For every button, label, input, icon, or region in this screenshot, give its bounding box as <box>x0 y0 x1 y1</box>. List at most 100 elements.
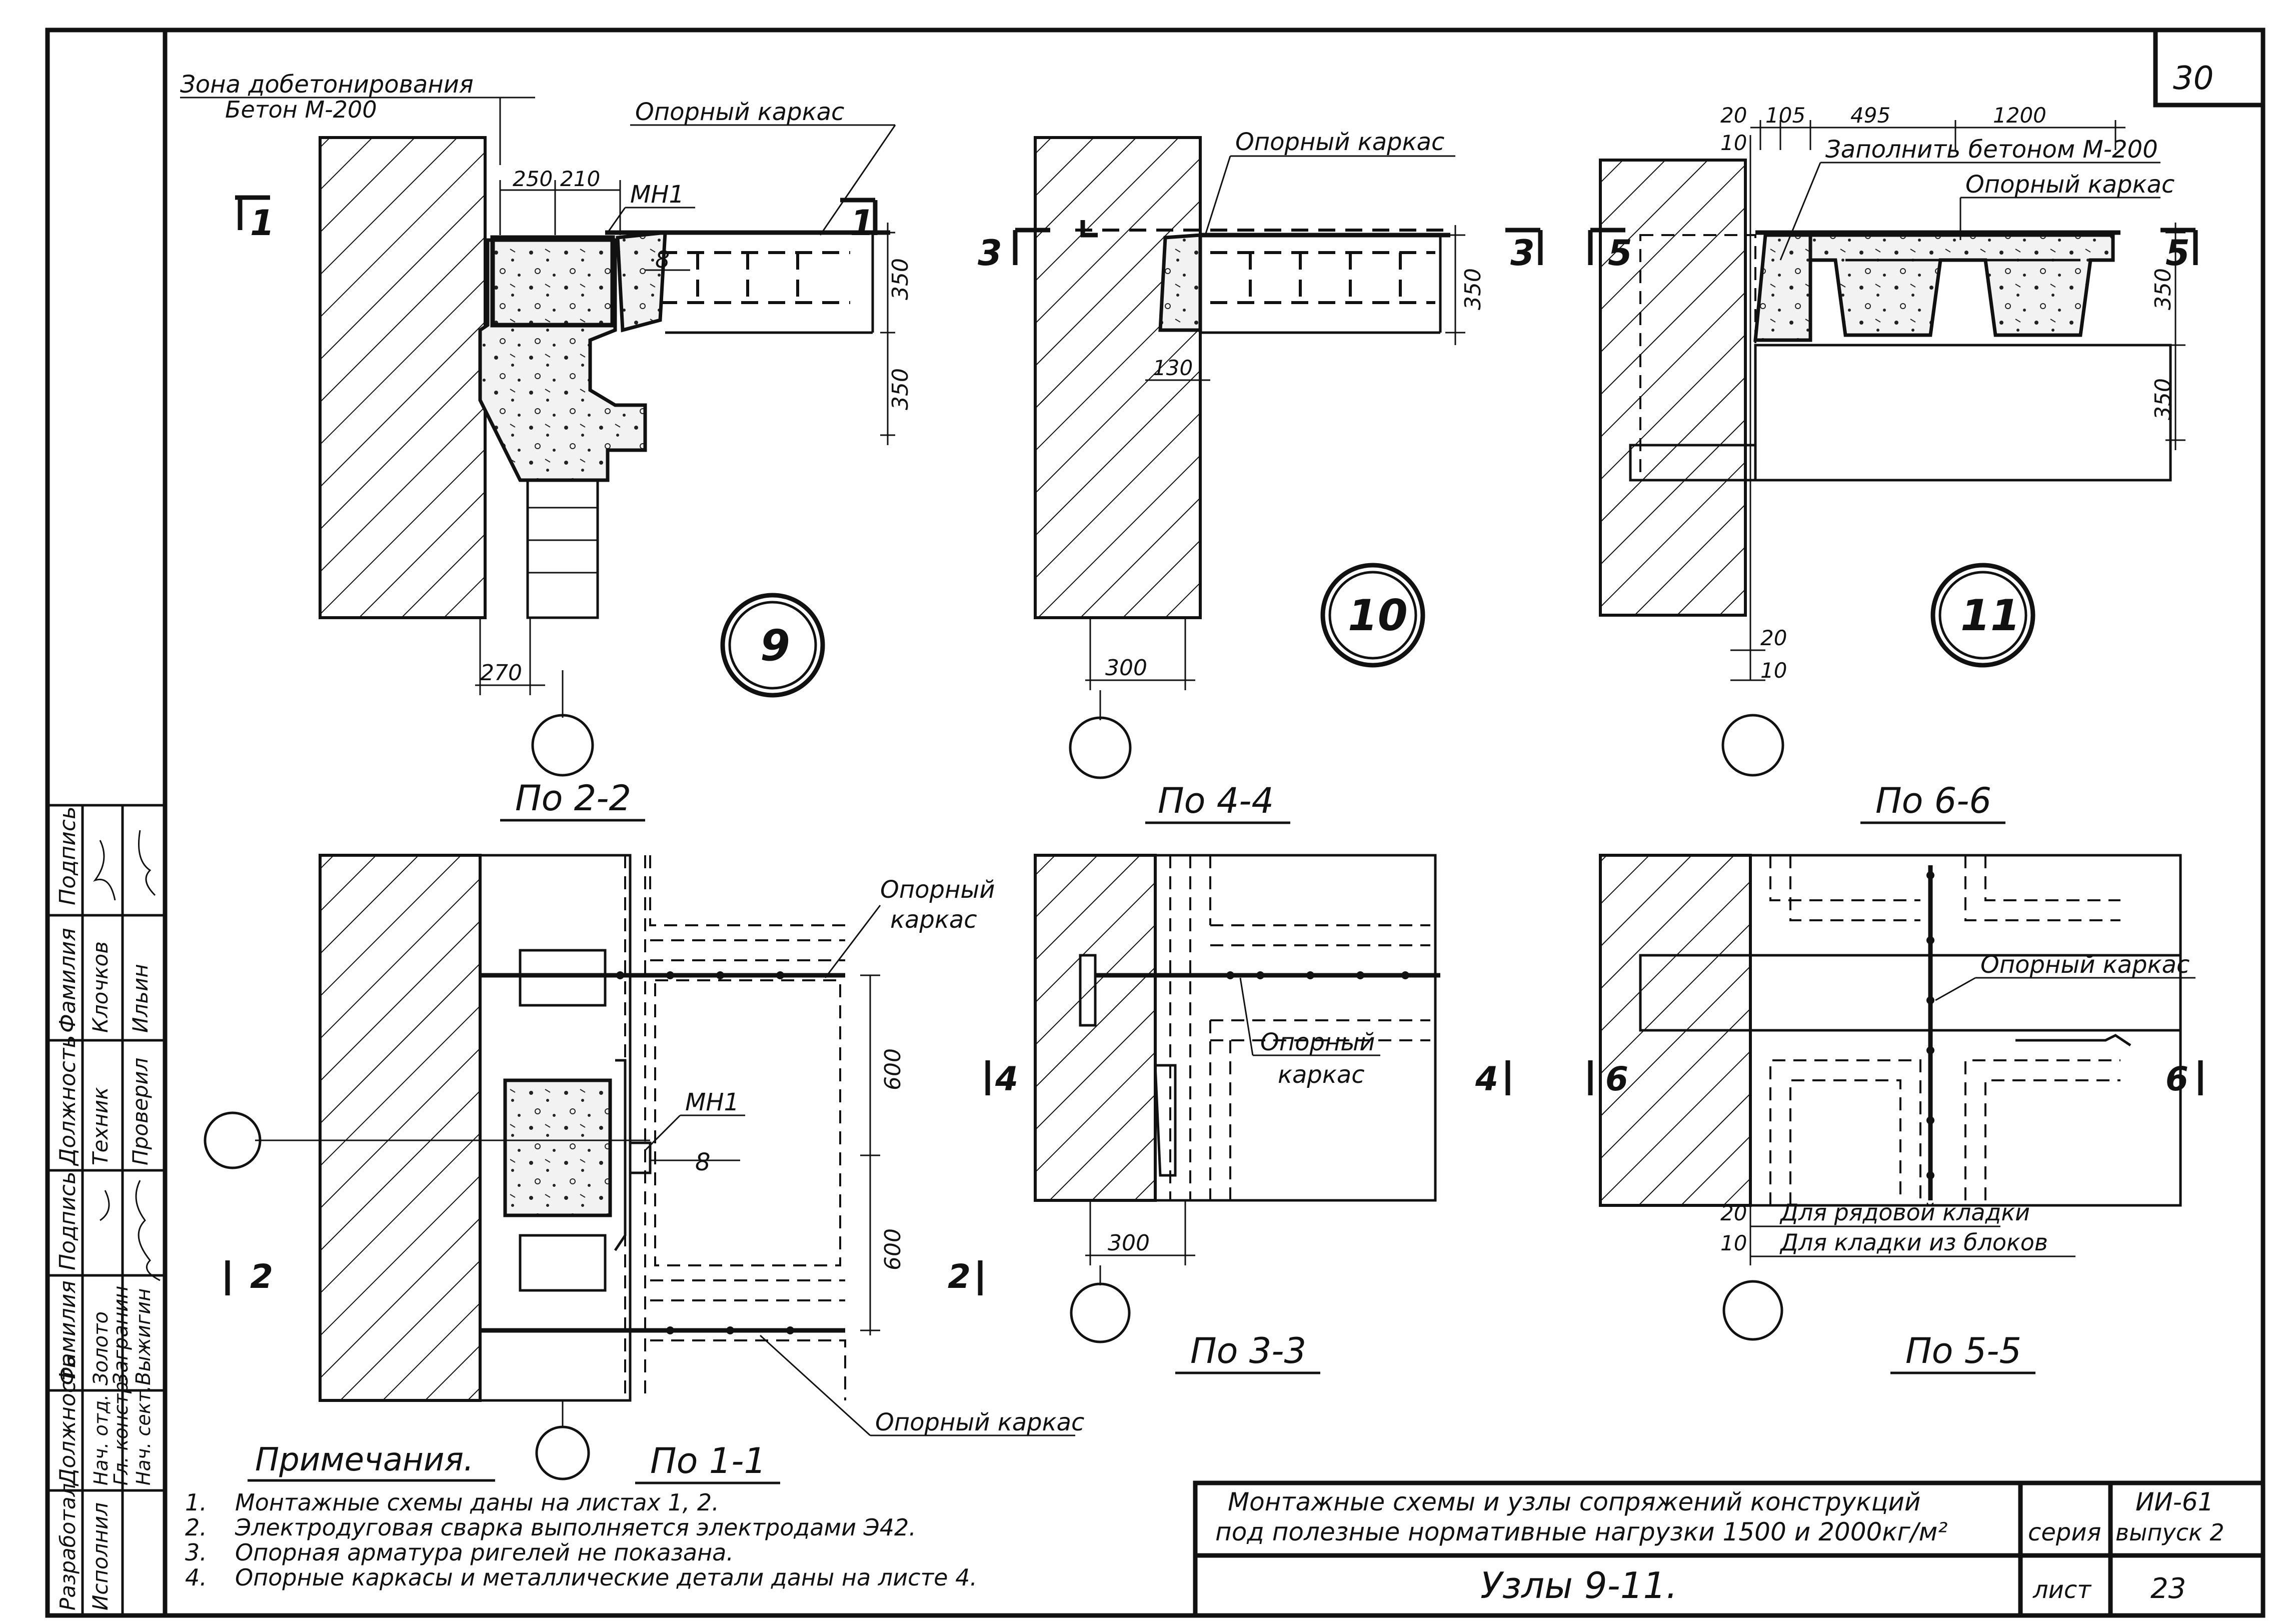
frame-label: Опорный каркас <box>1235 128 1444 156</box>
note-2-num: 2. <box>185 1514 207 1541</box>
section-mark-left: 2 <box>250 1257 273 1296</box>
stamp-sheet-value: 23 <box>2150 1572 2186 1605</box>
section-mark-right: 4 <box>1475 1060 1498 1098</box>
dim-105: 105 <box>1765 103 1805 128</box>
dim-1200: 1200 <box>1993 103 2046 128</box>
col-surname: Фамилия <box>55 928 81 1033</box>
notes-title: Примечания. <box>255 1441 474 1478</box>
row2-1-position: Техник <box>88 1087 113 1165</box>
col-signature-2: Подпись <box>55 1171 81 1270</box>
stamp-series-label: серия <box>2028 1518 2101 1546</box>
axis-bubble <box>204 1111 262 1169</box>
stamp-title-line2: под полезные нормативные нагрузки 1500 и… <box>1215 1517 1947 1546</box>
title-stamp: Монтажные схемы и узлы сопряжений констр… <box>1193 1480 2265 1618</box>
dim-10-bottom: 10 <box>1760 658 1787 683</box>
dim-10: 10 <box>1720 131 1747 155</box>
row-3-surname: Выжигин <box>132 1288 155 1385</box>
dim-250: 250 <box>513 167 553 191</box>
stamp-series-value: ИИ-61 <box>2135 1487 2213 1516</box>
row-2-position: Гл. констр. <box>110 1375 132 1485</box>
section-mark-right: 3 <box>1510 233 1535 274</box>
note-2-text: Электродуговая сварка выполняется электр… <box>235 1514 916 1541</box>
row-2-surname: Загранин <box>110 1286 133 1385</box>
section-mark-right: 2 <box>948 1257 971 1296</box>
frame-label: Опорный каркас <box>635 98 844 126</box>
stamp-issue-value: выпуск 2 <box>2115 1519 2224 1546</box>
row-1-surname: Золото <box>90 1311 113 1385</box>
checked-label: Исполнил <box>88 1502 113 1610</box>
stamp-sheet-label: лист <box>2032 1576 2092 1604</box>
dim-20: 20 <box>1720 1201 1747 1225</box>
dim-20: 20 <box>1720 103 1747 128</box>
dim-20-bottom: 20 <box>1760 626 1787 650</box>
axis-bubble <box>1721 714 1784 777</box>
wall-hatched <box>319 136 487 619</box>
node-10: Опорный каркас 3 3 350 130 300 10 <box>978 128 1543 779</box>
view-subtitle: По 5-5 <box>1905 1330 2021 1371</box>
section-mark-left: 4 <box>995 1060 1018 1098</box>
infill-concrete <box>478 238 647 482</box>
sheet-number-text: 30 <box>2173 60 2213 97</box>
axis-bubble <box>531 714 594 777</box>
row2-2-surname: Ильин <box>128 964 153 1033</box>
section-mark-left: 5 <box>1608 233 1632 274</box>
zone-label: Зона добетонирования <box>180 71 474 99</box>
section-mark-left: 3 <box>978 233 1002 274</box>
note-1-text: Монтажные схемы даны на листах 1, 2. <box>235 1489 719 1516</box>
node-9: 250 210 МН1 8 Зона добетонирования Бетон… <box>180 71 913 777</box>
col-signature: Подпись <box>55 806 81 905</box>
side-signature-block: Подпись Фамилия Должность Клочков Ильин … <box>48 804 165 1615</box>
note-row-masonry: Для рядовой кладки <box>1779 1199 2030 1226</box>
node-number-circle <box>1320 563 1425 668</box>
dim-130: 130 <box>1153 356 1193 380</box>
axis-bubble <box>1722 1280 1783 1341</box>
view-6-6: По 6-6 Опорный каркас 6 6 20 10 Для рядо… <box>1588 780 2203 1374</box>
label-frame-bottom: Опорный каркас <box>875 1408 1084 1436</box>
wall-hatched <box>1034 136 1202 619</box>
row-3-position: Нач. сект. <box>133 1385 155 1485</box>
section-mark-left: 1 <box>250 203 275 244</box>
notes-block: Примечания. 1. Монтажные схемы даны на л… <box>185 1441 977 1591</box>
developed-label: Разработал <box>56 1483 80 1610</box>
label-frame-2: каркас <box>1278 1061 1365 1089</box>
sheet-number-corner: 30 <box>2153 30 2263 108</box>
axis-bubble <box>1070 1282 1131 1343</box>
note-3-num: 3. <box>185 1539 207 1566</box>
sheet-outer-frame <box>45 28 2265 1618</box>
node-number-text: 9 <box>760 621 790 671</box>
row2-2-position: Проверил <box>128 1058 153 1165</box>
view-subtitle: По 3-3 <box>1190 1330 1306 1371</box>
dim-495: 495 <box>1850 103 1890 128</box>
section-mark-left: 6 <box>1605 1060 1628 1098</box>
section-mark-right: 1 <box>850 203 875 244</box>
dim-350-top: 350 <box>2150 268 2176 310</box>
wall-hatched <box>1034 854 1157 1202</box>
label-frame-top-1: Опорный <box>880 876 995 904</box>
signature-scribble <box>100 1180 161 1281</box>
view-title: По 6-6 <box>1875 780 1991 821</box>
frame-label: Опорный каркас <box>1965 171 2174 199</box>
note-block-masonry: Для кладки из блоков <box>1779 1229 2048 1256</box>
dim-300: 300 <box>1108 1230 1150 1256</box>
node-number-text: 10 <box>1348 591 1408 641</box>
fill-label: Заполнить бетоном М-200 <box>1825 136 2158 164</box>
dim-350: 350 <box>1460 268 1486 310</box>
note-4-text: Опорные каркасы и металлические детали д… <box>235 1564 977 1591</box>
note-1-num: 1. <box>185 1489 207 1516</box>
view-title: По 4-4 <box>1158 780 1274 821</box>
dim-270: 270 <box>480 660 522 686</box>
signature-scribble <box>93 830 156 901</box>
dim-300: 300 <box>1105 655 1147 681</box>
node-number-circle <box>720 593 825 698</box>
label-frame-1: Опорный <box>1260 1028 1375 1056</box>
view-title: По 2-2 <box>515 778 631 819</box>
part-mn1-label: МН1 <box>630 181 684 209</box>
node-11: 20 105 495 1200 10 Заполнить бетоном М-2… <box>1588 103 2198 777</box>
axis-bubble <box>1069 716 1132 779</box>
dim-350-top: 350 <box>888 258 913 300</box>
node-number-text: 11 <box>1960 591 2020 641</box>
dim-350-bottom: 350 <box>888 368 913 410</box>
part-mn1-label: МН1 <box>685 1088 739 1116</box>
stamp-title-line1: Монтажные схемы и узлы сопряжений констр… <box>1228 1487 1921 1516</box>
